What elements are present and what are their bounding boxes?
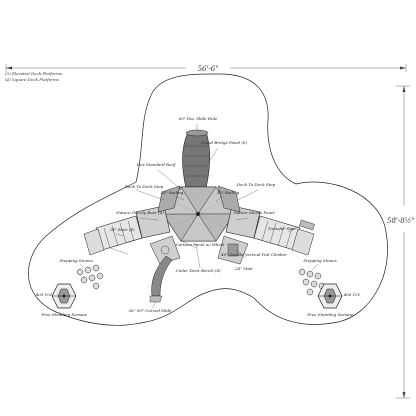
- height-dimension: 58'-8½": [387, 85, 415, 399]
- label-stair-left: 24" Stair (4): [108, 227, 135, 232]
- label-seesaw-code-left: 400-101: [35, 292, 53, 297]
- right-deck-arm: [225, 205, 315, 256]
- label-grizzly-bear: Nature Grizzly Bear (4): [115, 210, 164, 215]
- legend-square-decks: (4) Square Deck Platforms: [5, 77, 59, 82]
- label-seesaw-left: Free Standing Seesaw: [40, 312, 87, 317]
- label-seesaw-right: Free Standing Seesaw: [306, 312, 353, 317]
- label-deck-to-deck-right: Deck To Deck Step: [236, 182, 276, 187]
- width-dimension: 56'-6": [5, 64, 407, 73]
- label-vertical-climber: 40" Double Vertical Pod Climber: [220, 252, 288, 257]
- label-hex-roof: Hex Standard Roof: [136, 162, 177, 167]
- left-deck-arm: [83, 205, 171, 256]
- label-stepping-stones-left: Stepping Stones: [59, 258, 92, 263]
- left-panel-deck: [149, 185, 181, 265]
- label-cartoon-panel: Cartoon Panel w/ Wheel: [176, 242, 225, 247]
- height-label: 58'-8½": [387, 217, 415, 225]
- label-deck-to-deck-left: Deck To Deck Step: [124, 184, 164, 189]
- seesaw-right: [317, 283, 343, 309]
- label-transfer-stair: Transfer Stair: [268, 226, 298, 231]
- leader-lines: [79, 124, 319, 309]
- right-panel-deck: [217, 185, 249, 265]
- label-stair-right: 24" Stair: [234, 266, 254, 271]
- label-railing-right: 36" Railing: [217, 190, 240, 195]
- label-curved-slide: 56" 90° Curved Slide: [129, 308, 172, 313]
- width-label: 56'-6": [198, 65, 219, 73]
- label-railing-left: 36" Railing: [161, 190, 184, 195]
- label-slide-top: 60" Dia. Slide Hole: [179, 116, 218, 121]
- label-under-deck-bench: Under Deck Bench (4): [175, 268, 221, 273]
- callout-labels: 60" Dia. Slide Hole Crawl Bridge Panel (…: [35, 116, 361, 317]
- label-stepping-stones-right: Stepping Stones: [303, 258, 336, 263]
- stepping-stones-left: [76, 264, 104, 290]
- seesaw-left: [51, 283, 77, 309]
- curved-slide: [149, 255, 173, 303]
- label-nature-moose: Nature Moose Panel: [232, 210, 275, 215]
- legend-elevated-decks: (3) Elevated Deck Platforms: [5, 71, 62, 76]
- hex-roof: [162, 186, 235, 242]
- use-zone-outline: [28, 73, 388, 326]
- label-seesaw-code-right: 400-101: [343, 292, 361, 297]
- label-crawl-bridge: Crawl Bridge Panel (6): [201, 140, 248, 145]
